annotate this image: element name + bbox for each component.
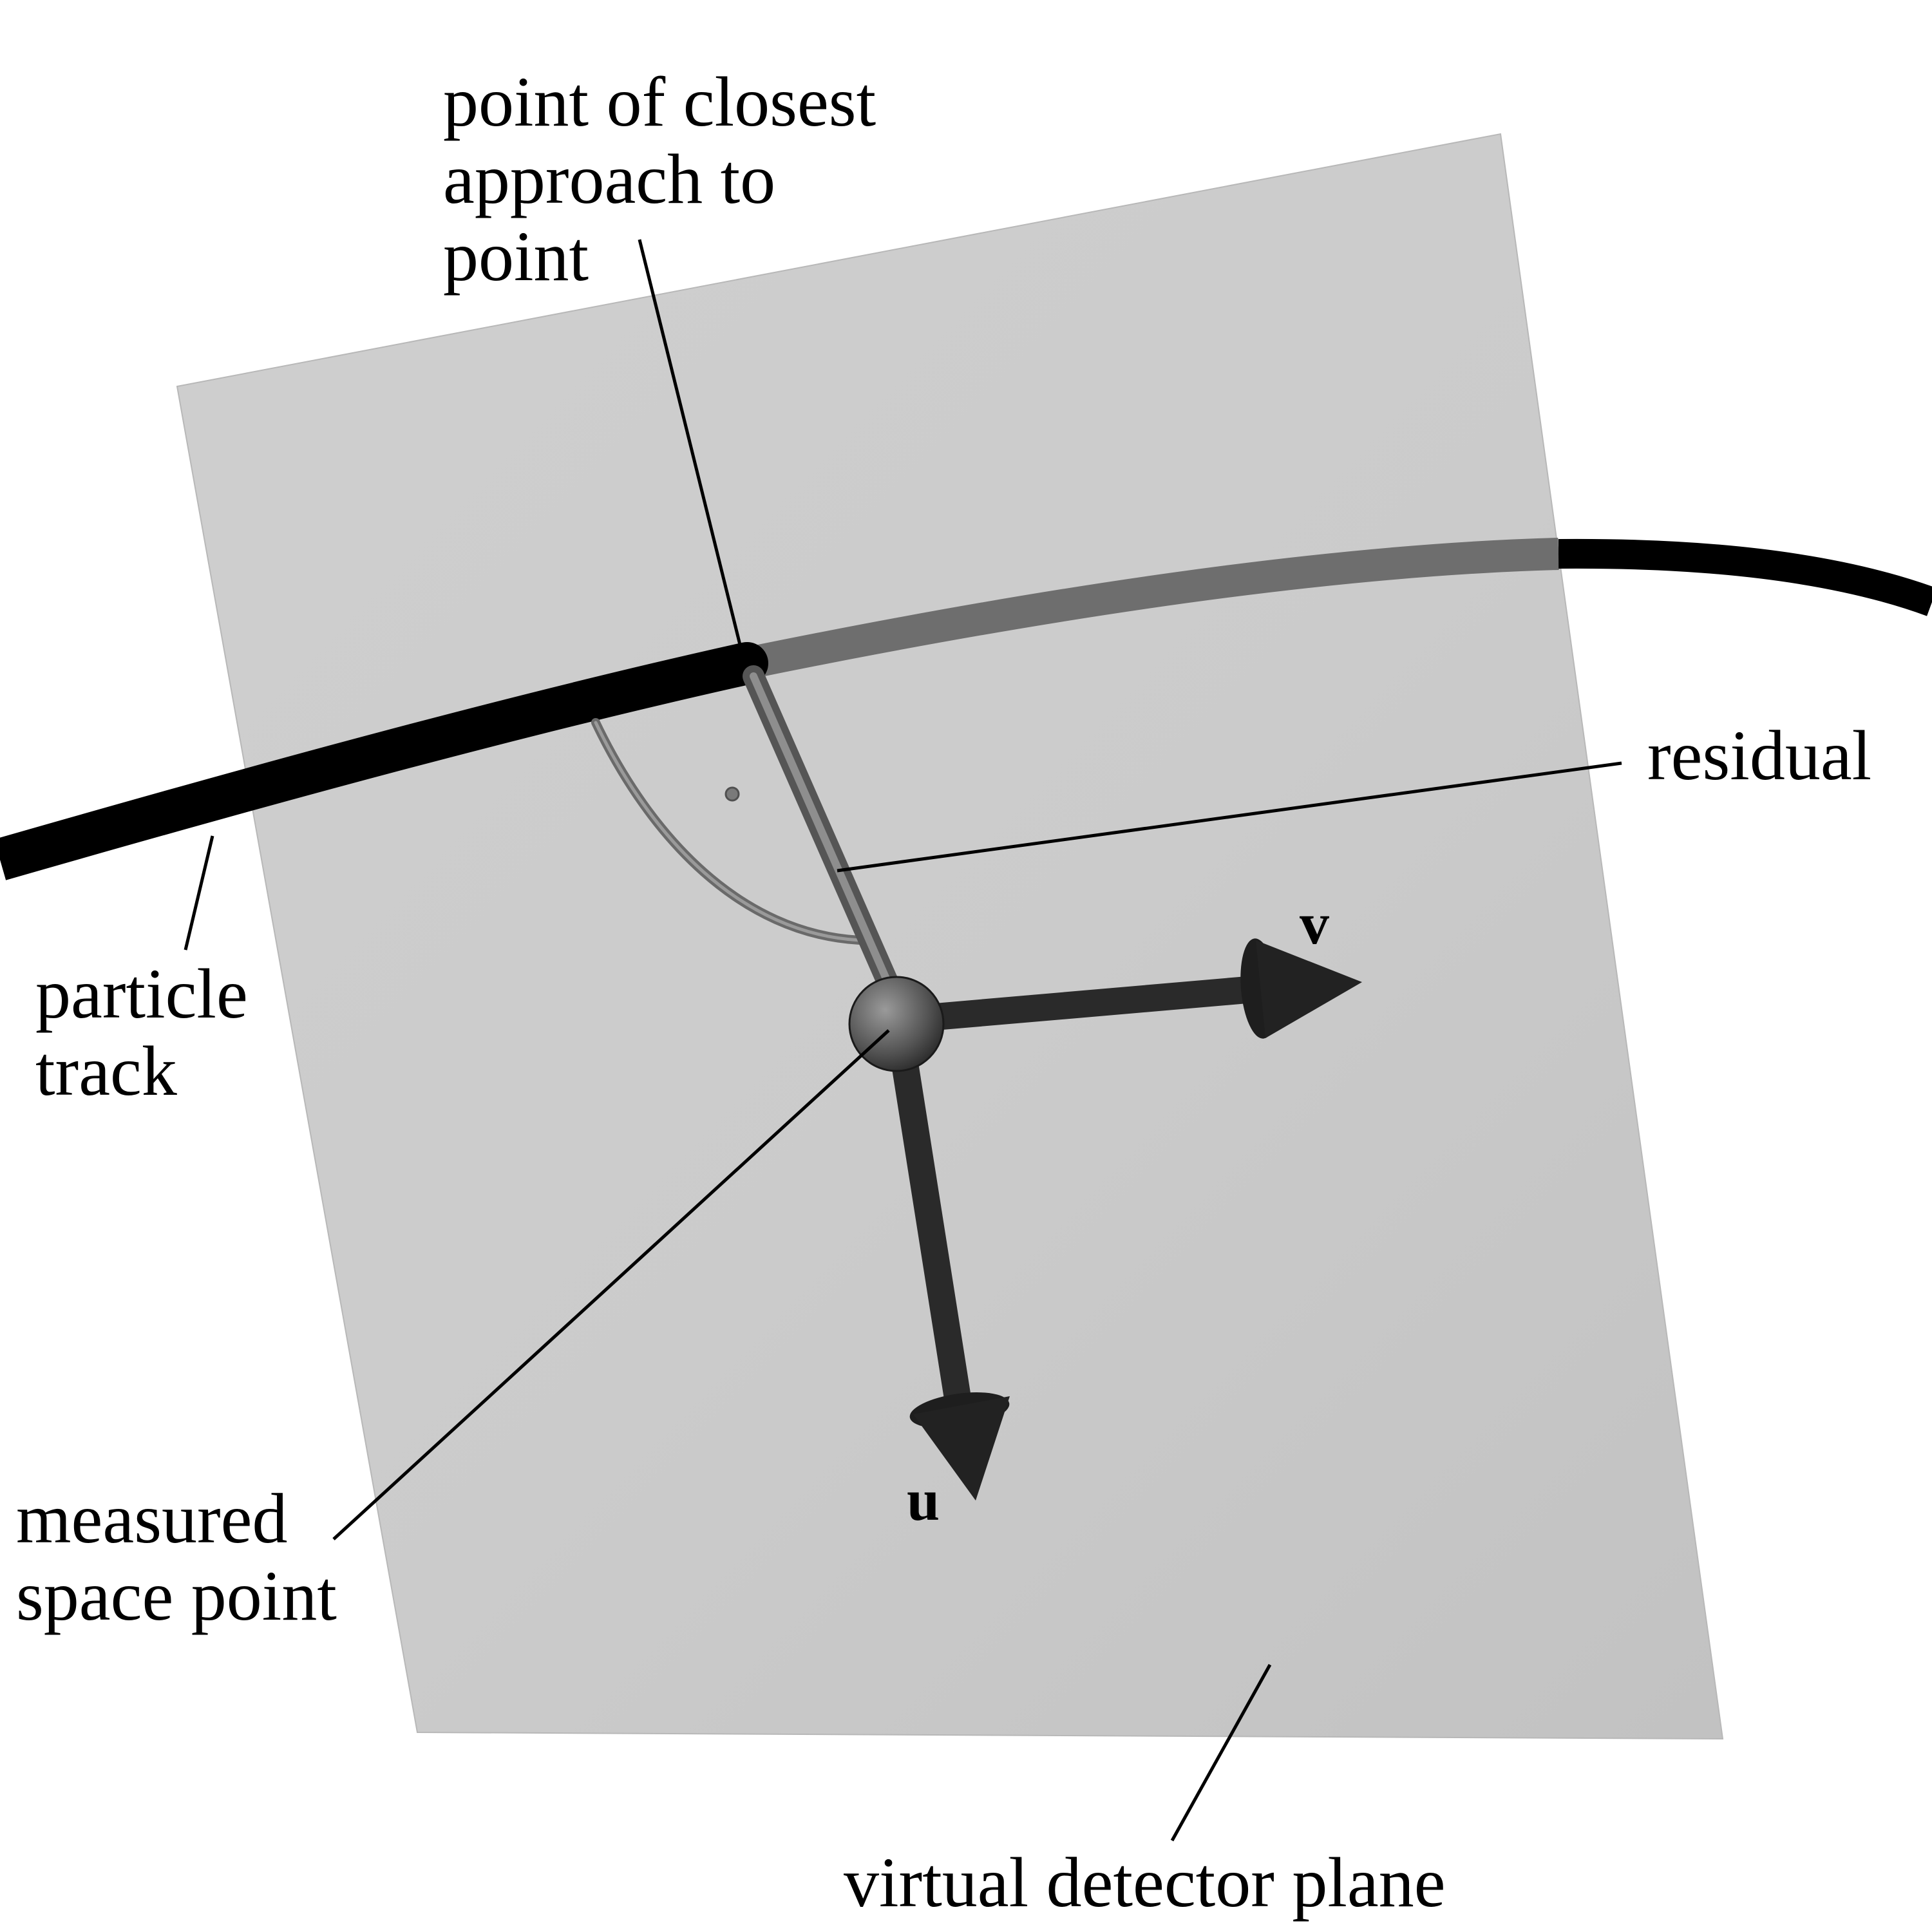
label-measured-line1: measured [16,1479,287,1558]
angle-arc-highlight [594,721,862,942]
residual-tube-highlight [750,672,896,996]
label-axis-u: u [907,1467,940,1533]
measured-space-point-sphere [848,976,945,1072]
label-particle-line1: particle [35,954,248,1033]
small-dot-marker [724,786,740,802]
label-measured-line2: space point [16,1557,337,1635]
particle-track-right [1558,538,1932,616]
v-axis-shaft [926,975,1264,1031]
leader-lines [184,239,1622,1842]
label-axis-v: v [1300,891,1329,956]
leader-particle-track [184,835,214,951]
leader-closest-approach [638,239,743,648]
v-axis-arrowhead [1240,938,1362,1039]
label-closest-line2: approach to [443,140,775,218]
label-detector-plane: virtual detector plane [844,1843,1446,1922]
u-axis-shaft [888,1041,973,1413]
virtual-detector-plane [176,133,1724,1740]
u-axis-arrowhead [909,1392,1010,1501]
leader-measured-space-point [332,1029,890,1540]
label-closest-line3: point [443,217,589,296]
label-closest-line1: point of closest [443,62,876,141]
label-residual: residual [1647,716,1871,795]
particle-track-behind-plane [743,538,1559,679]
leader-detector-plane [1170,1663,1272,1842]
particle-track-front [0,642,752,880]
label-particle-line2: track [35,1032,177,1110]
leader-residual [837,761,1622,873]
